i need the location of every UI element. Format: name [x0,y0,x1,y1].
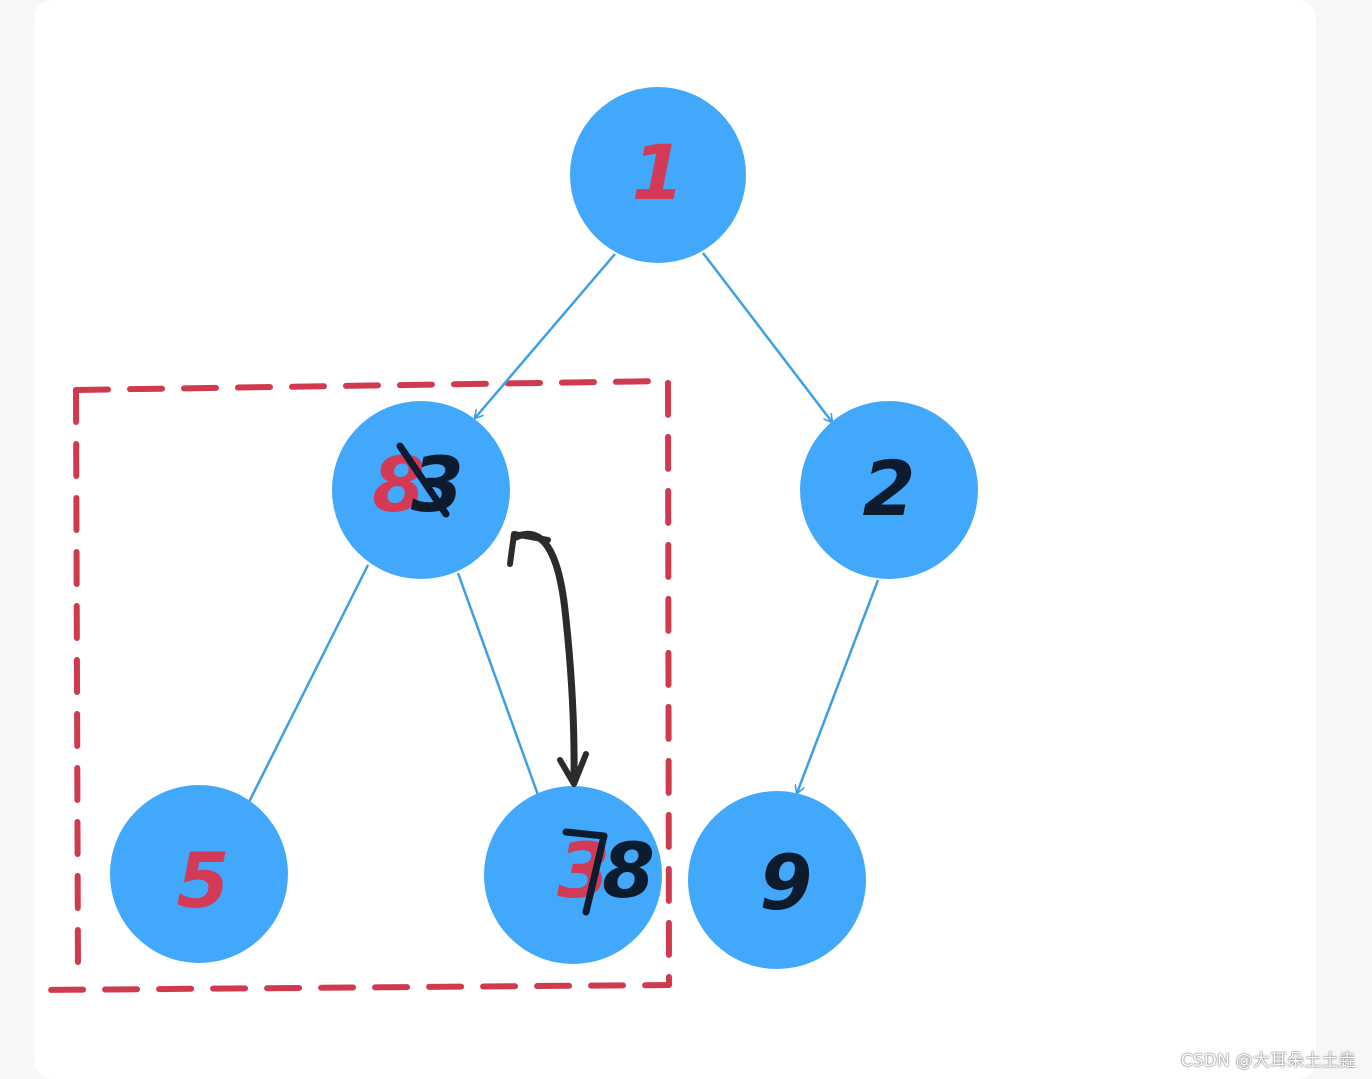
node-left-right: 38 [484,786,662,964]
edge-root-to-right [702,252,832,422]
node-root: 1 [570,87,746,263]
node-right: 2 [800,401,978,579]
watermark: CSDN @大耳朵土土垚 [1180,1051,1356,1071]
node-right-left-value: 9 [760,838,813,927]
svg-text:9: 9 [760,838,813,927]
svg-text:5: 5 [177,836,230,925]
edge-left-to-left-left [247,564,370,803]
node-right-value: 2 [863,444,916,533]
node-left-old-value: 8 [372,440,425,529]
swap-arrow [507,530,589,787]
subtree-highlight-box [39,378,672,993]
svg-text:2: 2 [863,444,916,533]
tree-nodes: 1 83 2 5 38 [110,87,978,969]
node-left-strike-mark [396,442,450,518]
node-left-left-value: 5 [177,836,230,925]
edge-root-to-left [475,253,616,418]
svg-text:1: 1 [632,128,685,217]
edge-left-to-left-right [456,572,540,796]
node-root-old-value: 1 [632,128,685,217]
node-left-right-new-value: 8 [602,826,655,915]
node-right-left: 9 [688,791,866,969]
node-left: 83 [332,401,510,579]
tree-edges [247,252,880,803]
node-left-new-value: 3 [411,440,464,529]
svg-text:83: 83 [372,440,464,529]
node-left-left: 5 [110,785,288,963]
edge-right-to-right-left [797,579,880,793]
node-left-right-strike-mark [562,828,608,916]
